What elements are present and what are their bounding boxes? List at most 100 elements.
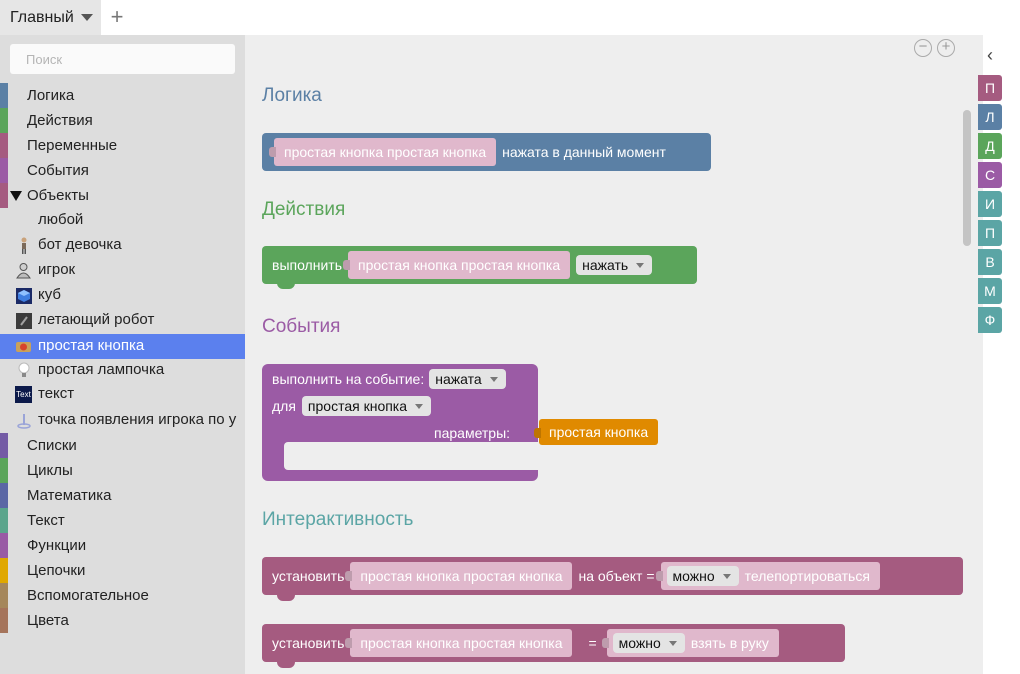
- rail-tab-4[interactable]: И: [978, 191, 1002, 217]
- category-color-bar: [0, 608, 8, 633]
- category-math[interactable]: Математика: [0, 483, 245, 508]
- event-dropdown[interactable]: нажата: [429, 369, 506, 389]
- tab-label: Главный: [10, 8, 74, 26]
- action-dropdown[interactable]: нажать: [576, 255, 653, 275]
- object-slot[interactable]: простая кнопка простая кнопка: [348, 251, 571, 279]
- block-label: установить: [272, 568, 345, 584]
- category-actions[interactable]: Действия: [0, 108, 245, 133]
- category-functions[interactable]: Функции: [0, 533, 245, 558]
- bulb-icon: [15, 362, 32, 379]
- cube-icon: [15, 287, 32, 304]
- rail-tab-7[interactable]: М: [978, 278, 1002, 304]
- category-loops[interactable]: Циклы: [0, 458, 245, 483]
- category-logic[interactable]: Логика: [0, 83, 245, 108]
- category-label: Вспомогательное: [27, 587, 149, 604]
- section-title-actions: Действия: [262, 199, 346, 220]
- category-text[interactable]: Текст: [0, 508, 245, 533]
- value-slot[interactable]: можно телепортироваться: [660, 562, 880, 590]
- dropdown-value: нажата: [435, 371, 482, 387]
- category-label: Логика: [27, 87, 75, 104]
- rail-tab-8[interactable]: Ф: [978, 307, 1002, 333]
- block-workspace[interactable]: − + Логика простая кнопка простая кнопка…: [245, 35, 983, 674]
- category-label: Цвета: [27, 612, 69, 629]
- event-label: выполнить на событие:: [272, 371, 425, 387]
- chevron-down-icon: [415, 403, 424, 409]
- for-label: для: [272, 398, 296, 414]
- category-color-bar: [0, 508, 8, 533]
- interactivity-block-teleport[interactable]: установить простая кнопка простая кнопка…: [262, 557, 963, 595]
- value-dropdown[interactable]: можно: [612, 633, 685, 653]
- object-label: любой: [38, 211, 84, 228]
- interactivity-block-pickup[interactable]: установить простая кнопка простая кнопка…: [262, 624, 845, 662]
- event-block[interactable]: выполнить на событие: нажата для простая…: [262, 364, 538, 481]
- object-item-flying-robot[interactable]: летающий робот: [0, 308, 245, 333]
- rail-tab-1[interactable]: Л: [978, 104, 1002, 130]
- rail-tab-3[interactable]: С: [978, 162, 1002, 188]
- category-label: Циклы: [27, 462, 73, 479]
- category-label: Текст: [27, 512, 65, 529]
- category-variables[interactable]: Переменные: [0, 133, 245, 158]
- block-text: =: [588, 635, 597, 651]
- flying-robot-icon: [15, 312, 32, 329]
- category-chains[interactable]: Цепочки: [0, 558, 245, 583]
- button-icon: [15, 338, 32, 355]
- category-events[interactable]: События: [0, 158, 245, 183]
- object-item-cube[interactable]: куб: [0, 283, 245, 308]
- rail-tab-6[interactable]: В: [978, 249, 1002, 275]
- object-label: простая кнопка: [38, 337, 145, 354]
- value-slot[interactable]: можно взять в руку: [606, 629, 779, 657]
- category-label: Списки: [27, 437, 77, 454]
- rail-tab-0[interactable]: П: [978, 75, 1002, 101]
- category-label: Действия: [27, 112, 93, 129]
- chevron-down-icon: [722, 573, 731, 579]
- block-text: нажата в данный момент: [502, 144, 666, 160]
- object-item-text[interactable]: Text текст: [0, 382, 245, 407]
- category-helpers[interactable]: Вспомогательное: [0, 583, 245, 608]
- category-color-bar: [0, 433, 8, 458]
- chevron-down-icon[interactable]: [80, 14, 93, 21]
- object-slot[interactable]: простая кнопка простая кнопка: [274, 138, 497, 166]
- statement-slot[interactable]: [284, 442, 538, 470]
- chevron-down-icon: [636, 262, 645, 268]
- object-slot[interactable]: простая кнопка простая кнопка: [350, 629, 573, 657]
- object-label: летающий робот: [38, 311, 155, 328]
- category-colors[interactable]: Цвета: [0, 608, 245, 633]
- object-label: игрок: [38, 261, 76, 278]
- block-connector: [277, 661, 295, 668]
- tab-main[interactable]: Главный: [0, 0, 101, 35]
- object-item-player[interactable]: игрок: [0, 258, 245, 283]
- chevron-down-icon: [668, 640, 677, 646]
- expand-triangle-icon[interactable]: [10, 191, 22, 201]
- object-label: бот девочка: [38, 236, 122, 253]
- search-input[interactable]: [10, 44, 235, 74]
- block-label: установить: [272, 635, 345, 651]
- quick-category-rail: ‹ П Л Д С И П В М Ф: [978, 35, 1020, 674]
- category-label: События: [27, 162, 89, 179]
- category-color-bar: [0, 183, 8, 208]
- object-item-simple-button[interactable]: простая кнопка: [0, 334, 245, 359]
- object-item-simple-bulb[interactable]: простая лампочка: [0, 358, 245, 383]
- object-item-girl-bot[interactable]: бот девочка: [0, 233, 245, 258]
- logic-block[interactable]: простая кнопка простая кнопка нажата в д…: [262, 133, 711, 171]
- object-item-any[interactable]: любой: [0, 208, 245, 233]
- category-label: Объекты: [27, 187, 89, 204]
- target-dropdown[interactable]: простая кнопка: [301, 396, 432, 416]
- object-item-spawn-point[interactable]: точка появления игрока по у: [0, 408, 245, 433]
- workspace-scrollbar[interactable]: [963, 110, 971, 246]
- add-tab-button[interactable]: +: [110, 4, 124, 29]
- action-block[interactable]: выполнить простая кнопка простая кнопка …: [262, 246, 697, 284]
- object-slot[interactable]: простая кнопка простая кнопка: [350, 562, 573, 590]
- block-connector: [277, 282, 295, 289]
- category-color-bar: [0, 158, 8, 183]
- param-slot[interactable]: простая кнопка: [539, 419, 659, 445]
- zoom-out-button[interactable]: −: [914, 39, 932, 57]
- girl-bot-icon: [15, 237, 32, 254]
- rail-tab-2[interactable]: Д: [978, 133, 1002, 159]
- value-dropdown[interactable]: можно: [666, 566, 739, 586]
- collapse-panel-button[interactable]: ‹: [987, 45, 993, 65]
- category-objects[interactable]: Объекты: [0, 183, 245, 208]
- rail-tab-5[interactable]: П: [978, 220, 1002, 246]
- category-label: Цепочки: [27, 562, 86, 579]
- category-lists[interactable]: Списки: [0, 433, 245, 458]
- zoom-in-button[interactable]: +: [937, 39, 955, 57]
